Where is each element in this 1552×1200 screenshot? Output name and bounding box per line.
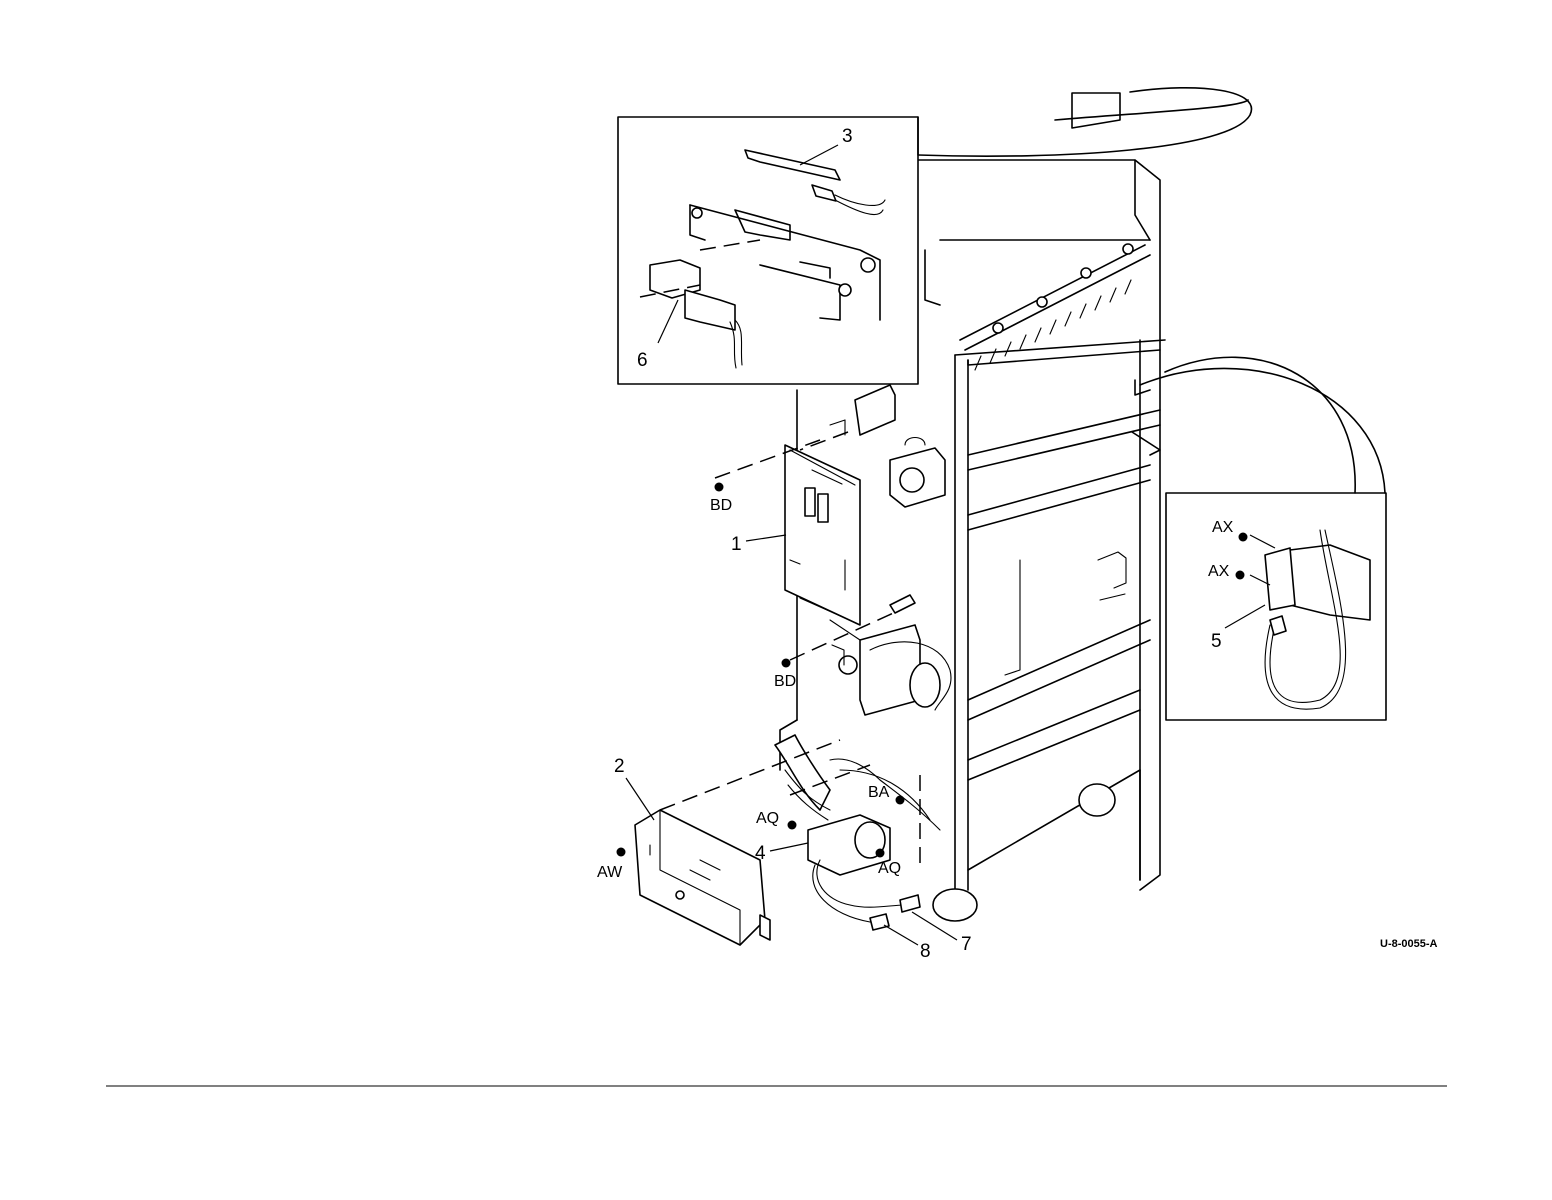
lower-harness-and-solenoid: [775, 735, 940, 930]
ref-aq-left: AQ: [756, 810, 779, 827]
callout-7: 7: [961, 934, 972, 955]
aw-dot: [617, 848, 626, 857]
callout-4: 4: [755, 843, 766, 864]
callout-1: 1: [731, 534, 742, 555]
callout-2: 2: [614, 756, 625, 777]
callout-6: 6: [637, 350, 648, 371]
ref-aw: AW: [597, 864, 623, 881]
figure-id: U-8-0055-A: [1380, 938, 1438, 950]
control-pwb: [715, 385, 895, 625]
inset-sensor-5-detail: [1140, 357, 1386, 720]
inset-upper-sensor-detail: [618, 117, 918, 384]
ax-upper-dot: [1239, 533, 1248, 542]
ba-dot: [896, 796, 905, 805]
ref-aq-right: AQ: [878, 860, 901, 877]
callout-5: 5: [1211, 631, 1222, 652]
bd-upper-dot: [715, 483, 724, 492]
callout-3: 3: [842, 126, 853, 147]
bd-lower-dot: [782, 659, 791, 668]
ref-ax-lower: AX: [1208, 563, 1230, 580]
ref-bd-lower: BD: [774, 673, 796, 690]
ref-bd-upper: BD: [710, 497, 732, 514]
ref-ax-upper: AX: [1212, 519, 1234, 536]
stepper-motor: [890, 438, 945, 508]
ref-ba: BA: [868, 784, 890, 801]
callout-8: 8: [920, 941, 931, 962]
ax-lower-dot: [1236, 571, 1245, 580]
solenoid-assembly: [790, 595, 951, 715]
aq-left-dot: [788, 821, 797, 830]
aq-right-dot: [876, 849, 885, 858]
